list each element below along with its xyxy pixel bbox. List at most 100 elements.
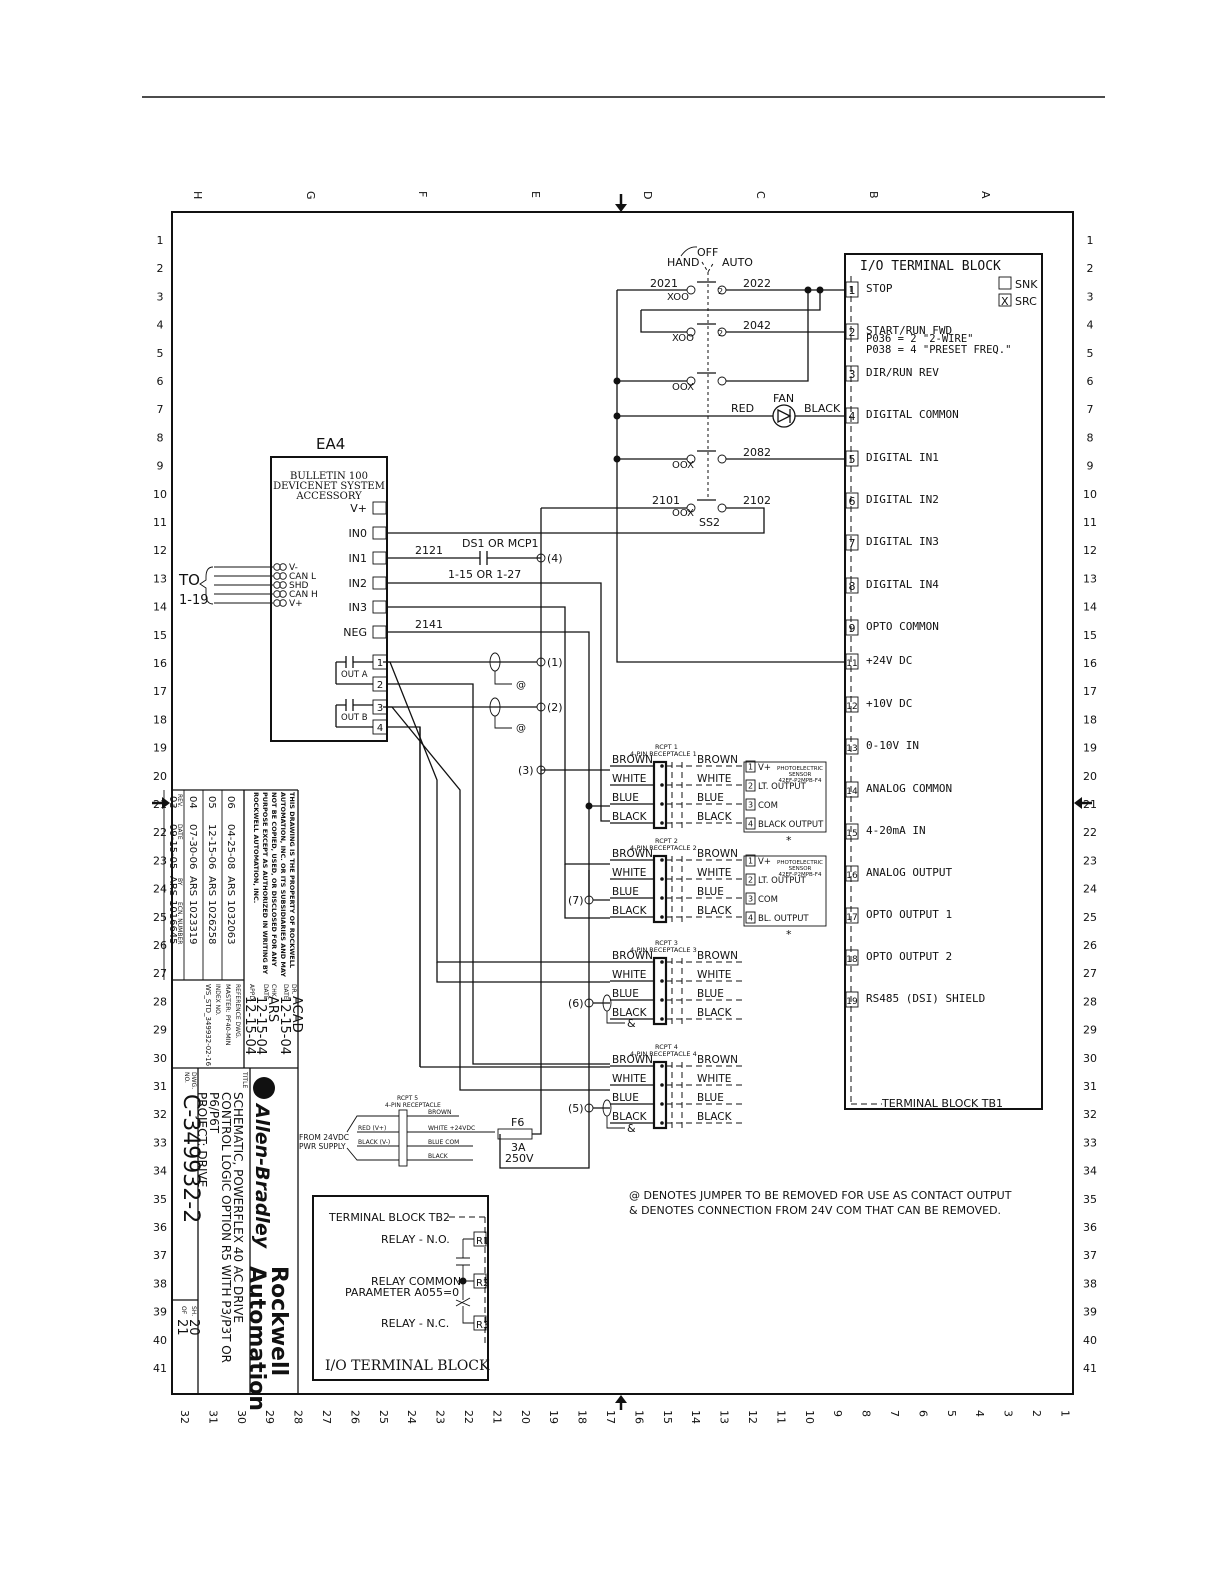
wire-2042-loop bbox=[640, 290, 821, 333]
grid-number-text: 19 bbox=[547, 1410, 560, 1424]
grid-number: 18 bbox=[576, 1410, 589, 1424]
r1-label: R1 bbox=[476, 1236, 489, 1247]
grid-number-text: 10 bbox=[803, 1410, 816, 1424]
sensor-pin-label: LT. OUTPUT bbox=[758, 876, 807, 886]
relay-no: RELAY - N.O. bbox=[381, 1233, 450, 1246]
connector-pin-icon bbox=[279, 599, 287, 607]
chk-date: 12-15-04 bbox=[253, 996, 268, 1055]
rcpt-color-right: WHITE bbox=[697, 1073, 731, 1085]
wire-rcpt3 bbox=[436, 962, 610, 1004]
rcpt5-white: WHITE +24VDC bbox=[428, 1125, 475, 1132]
rcpt-color-left: BLUE bbox=[612, 886, 639, 898]
rcpt-pin bbox=[660, 1083, 664, 1087]
rev-ecn: 1016645 bbox=[167, 900, 178, 945]
rcpt5-output-wires bbox=[407, 1115, 495, 1161]
wire-out4-a bbox=[388, 726, 421, 1067]
grid-row-right: 17 bbox=[1083, 685, 1097, 698]
tb1-terminal-label: 0-10V IN bbox=[866, 739, 919, 752]
grid-number: 12 bbox=[746, 1410, 759, 1424]
grid-row-right: 34 bbox=[1083, 1165, 1097, 1178]
tb1-terminal-label: +24V DC bbox=[866, 654, 912, 667]
sensor-title2: SENSOR bbox=[789, 866, 812, 872]
rcpt-color-right: BLUE bbox=[697, 988, 724, 1000]
grid-number: 22 bbox=[462, 1410, 475, 1424]
grid-number: 6 bbox=[916, 1410, 929, 1417]
contact2-xoo: XOO bbox=[672, 333, 694, 344]
ss2-label: SS2 bbox=[699, 516, 720, 529]
rev-by: ARS bbox=[187, 876, 198, 896]
grid-number-text: 12 bbox=[746, 1410, 759, 1424]
connector-pin-icon bbox=[273, 590, 281, 598]
grid-number: 10 bbox=[803, 1410, 816, 1424]
tb1-terminal-box bbox=[845, 781, 859, 798]
brand-automation: Automation bbox=[244, 1266, 269, 1411]
grid-number-text: 7 bbox=[888, 1410, 901, 1417]
rev-num: 04 bbox=[187, 796, 198, 809]
grid-row-right: 41 bbox=[1083, 1362, 1097, 1375]
tb1-footer: TERMINAL BLOCK TB1 bbox=[881, 1097, 1003, 1110]
sensor-pin-num: 4 bbox=[748, 914, 753, 923]
ea4-out-num: 2 bbox=[377, 680, 383, 691]
tb1-terminal-box bbox=[845, 823, 859, 840]
fan-diode-icon bbox=[777, 408, 792, 424]
grid-row-right: 32 bbox=[1083, 1108, 1097, 1121]
connector-pin-icon bbox=[279, 581, 287, 589]
wire-bus-541 bbox=[532, 508, 542, 1135]
grid-letter-text: D bbox=[641, 191, 654, 199]
sensor-title1: PHOTOELECTRIC bbox=[777, 766, 823, 772]
grid-letter: G bbox=[304, 191, 317, 200]
grid-row-left: 40 bbox=[153, 1334, 167, 1347]
grid-row-right: 20 bbox=[1083, 770, 1097, 783]
selector-auto: AUTO bbox=[722, 256, 753, 269]
ecn-hdr: ECN. NUMBER bbox=[176, 902, 183, 944]
grid-number-text: 22 bbox=[462, 1410, 475, 1424]
rcpt5-body bbox=[398, 1109, 408, 1167]
grid-row-left: 14 bbox=[153, 601, 167, 614]
grid-number-text: 16 bbox=[632, 1410, 645, 1424]
rcpt-color-left: WHITE bbox=[612, 867, 646, 879]
grid-row-right: 31 bbox=[1083, 1080, 1097, 1093]
rev-hdr: REV. bbox=[176, 794, 183, 807]
grid-row-right: 33 bbox=[1083, 1136, 1097, 1149]
grid-row-left: 41 bbox=[153, 1362, 167, 1375]
tb1-terminal-num: 9 bbox=[849, 622, 856, 635]
grid-letter: C bbox=[754, 191, 767, 199]
grid-letter: A bbox=[979, 191, 992, 199]
grid-number-text: 27 bbox=[320, 1410, 333, 1424]
connector-pin-label: SHD bbox=[289, 581, 308, 591]
junction bbox=[613, 412, 621, 420]
sensor-model: 42EF-P2MPB-F4 bbox=[779, 872, 822, 878]
tb1-terminal-label: OPTO OUTPUT 1 bbox=[866, 908, 952, 921]
relay-common: RELAY COMMON bbox=[371, 1275, 461, 1288]
rcpt-color-left: BLUE bbox=[612, 988, 639, 1000]
grid-number-text: 2 bbox=[1030, 1410, 1043, 1417]
relay-nc: RELAY - N.C. bbox=[381, 1317, 449, 1330]
rev-ecn: 1023319 bbox=[187, 900, 198, 945]
connector-pin-icon bbox=[279, 572, 287, 580]
ea4-pin-label: IN3 bbox=[349, 601, 367, 614]
grid-row-left: 35 bbox=[153, 1193, 167, 1206]
out-b-wiring bbox=[335, 704, 373, 728]
tb1-terminal-label: DIGITAL IN2 bbox=[866, 493, 939, 506]
rcpt-title: RCPT 2 bbox=[655, 837, 678, 845]
notice-line-1: THIS DRAWING IS THE PROPERTY OF ROCKWELL bbox=[288, 792, 296, 968]
grid-letter: E bbox=[529, 191, 542, 198]
amp-1: & bbox=[627, 1017, 636, 1030]
wire-in3 bbox=[388, 606, 610, 865]
rcpt-pin bbox=[660, 1064, 664, 1068]
rcpt5-bluecom: BLUE COM bbox=[428, 1139, 459, 1146]
grid-number-text: 25 bbox=[377, 1410, 390, 1424]
grid-letter-text: G bbox=[304, 191, 317, 200]
grid-row-right: 39 bbox=[1083, 1306, 1097, 1319]
ea4-out-num: 1 bbox=[377, 658, 383, 669]
rcpt-color-left: BLUE bbox=[612, 1092, 639, 1104]
rcpt5-brown: BROWN bbox=[428, 1109, 451, 1116]
grid-number-text: 14 bbox=[689, 1410, 702, 1424]
contact1-left bbox=[686, 285, 696, 295]
tb1-terminal-box bbox=[845, 450, 859, 467]
wire-out1 bbox=[383, 661, 610, 963]
grid-letter: H bbox=[191, 191, 204, 199]
rcpt-color-left: BLACK bbox=[612, 1007, 648, 1019]
title-block bbox=[172, 789, 299, 1394]
rcpt-color-left: WHITE bbox=[612, 773, 646, 785]
